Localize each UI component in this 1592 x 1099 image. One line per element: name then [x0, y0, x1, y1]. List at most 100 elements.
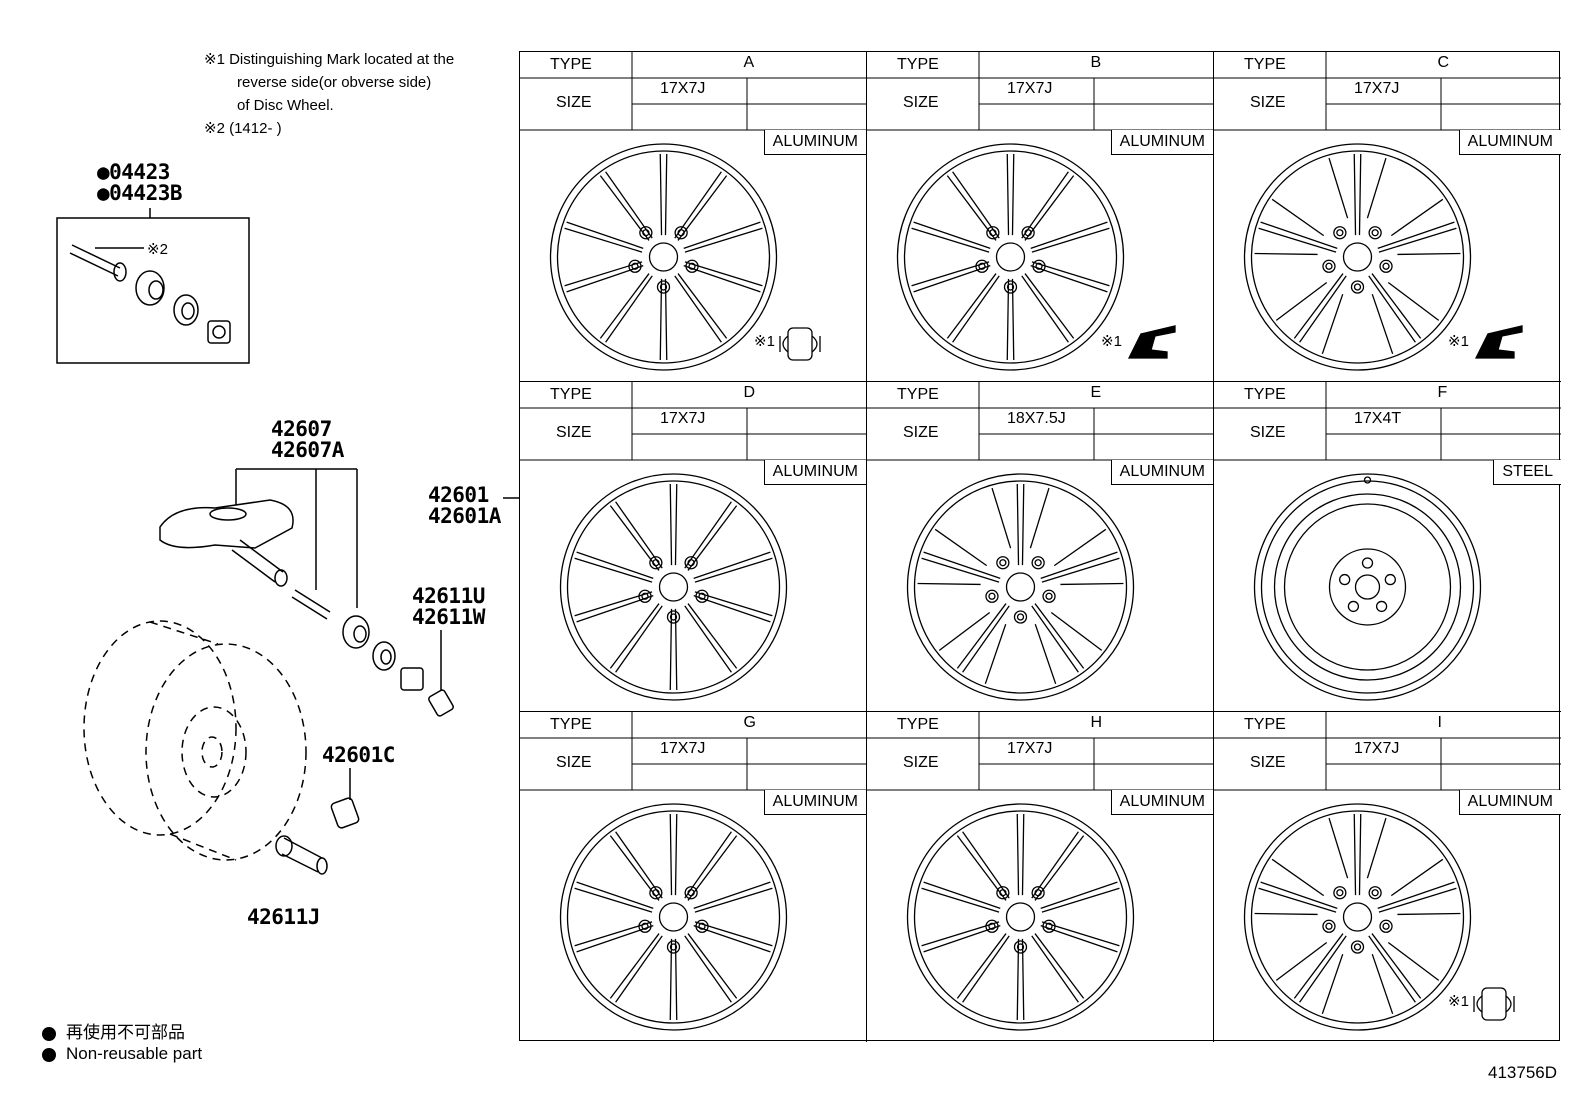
- note-1-line-2: reverse side(or obverse side): [237, 74, 432, 91]
- material-label: ALUMINUM: [763, 130, 866, 155]
- size-value: 17X7J: [660, 410, 706, 427]
- size-value: 17X7J: [660, 740, 706, 757]
- wheel-cell-d: TYPE SIZE D 17X7J ALUMINUM: [520, 382, 867, 712]
- type-label: TYPE: [897, 56, 939, 73]
- note-1-line-1: ※1 Distinguishing Mark located at the: [204, 51, 455, 68]
- valve-core-icon-2: [291, 589, 331, 620]
- size-label: SIZE: [903, 94, 939, 111]
- valve-stem-icon-2: [275, 835, 328, 875]
- material-label: ALUMINUM: [763, 790, 866, 815]
- note-1-line-3: of Disc Wheel.: [237, 97, 334, 114]
- legend-en: Non-reusable part: [42, 1044, 202, 1064]
- part-number-04423: ●04423: [97, 160, 170, 184]
- type-value: E: [1090, 384, 1102, 401]
- size-value: 17X7J: [1007, 740, 1053, 757]
- distinguishing-mark-icon: [1127, 325, 1176, 359]
- size-value: 17X4T: [1354, 410, 1402, 427]
- type-value: A: [743, 54, 755, 71]
- part-number-42607: 42607: [271, 417, 332, 441]
- size-label: SIZE: [903, 754, 939, 771]
- part-number-42611u: 42611U: [412, 584, 485, 608]
- part-number-42607a: 42607A: [271, 438, 344, 462]
- wheel-d-icon: [559, 473, 788, 701]
- nut-icon: [207, 320, 231, 344]
- material-label: ALUMINUM: [1110, 790, 1213, 815]
- type-label: TYPE: [550, 56, 592, 73]
- material-label: ALUMINUM: [1458, 130, 1561, 155]
- size-label: SIZE: [1250, 754, 1286, 771]
- type-label: TYPE: [1244, 716, 1286, 733]
- distinguishing-mark-label: ※1: [1101, 333, 1122, 350]
- legend-en-text: Non-reusable part: [66, 1044, 203, 1063]
- cell-header-lines: [1214, 52, 1561, 131]
- size-label: SIZE: [556, 94, 592, 111]
- valve-cap-icon: [428, 689, 454, 717]
- material-label: ALUMINUM: [1458, 790, 1561, 815]
- size-label: SIZE: [1250, 424, 1286, 441]
- distinguishing-mark-icon: [1474, 325, 1523, 359]
- size-label: SIZE: [556, 754, 592, 771]
- tpms-sensor-icon: [159, 499, 294, 587]
- size-label: SIZE: [556, 424, 592, 441]
- type-value: H: [1090, 714, 1103, 731]
- type-value: D: [743, 384, 756, 401]
- legend-jp: 再使用不可部品: [42, 1018, 185, 1043]
- note-2: ※2 (1412- ): [204, 120, 282, 137]
- wheel-cell-a: TYPE SIZE A 17X7J ALUMINUM ※1: [520, 52, 867, 382]
- part-number-42601: 42601: [428, 483, 489, 507]
- size-value: 17X7J: [1354, 740, 1400, 757]
- distinguishing-mark-icon: [779, 327, 821, 361]
- grommet-icon-2: [342, 615, 370, 649]
- type-value: C: [1437, 54, 1450, 71]
- wheel-cell-g: TYPE SIZE G 17X7J ALUMINUM: [520, 712, 867, 1042]
- wheel-i-icon: [1243, 803, 1515, 1031]
- valve-core-icon: [69, 244, 144, 282]
- type-label: TYPE: [897, 386, 939, 403]
- grommet-icon: [135, 270, 165, 306]
- figure-id: 413756D: [1488, 1063, 1558, 1082]
- part-number-42611w: 42611W: [412, 605, 485, 629]
- tire-icon: [83, 620, 307, 861]
- distinguishing-mark-label: ※1: [754, 333, 775, 350]
- wheel-f-icon: [1253, 473, 1482, 701]
- distinguishing-mark-label: ※1: [1448, 333, 1469, 350]
- distinguishing-mark-icon: [1473, 987, 1515, 1021]
- washer-icon-2: [372, 641, 396, 671]
- size-label: SIZE: [1250, 94, 1286, 111]
- wheel-cell-c: TYPE SIZE C 17X7J ALUMINUM ※1: [1214, 52, 1561, 382]
- part-number-42601c: 42601C: [322, 743, 395, 767]
- type-label: TYPE: [550, 716, 592, 733]
- distinguishing-mark-label: ※1: [1448, 993, 1469, 1010]
- legend-jp-text: 再使用不可部品: [66, 1023, 185, 1042]
- wheel-g-icon: [559, 803, 788, 1031]
- ref-note-2: ※2: [147, 241, 168, 258]
- size-value: 18X7.5J: [1007, 410, 1066, 427]
- part-number-42611j: 42611J: [247, 905, 320, 929]
- type-value: B: [1090, 54, 1102, 71]
- washer-icon: [173, 294, 199, 326]
- part-number-04423b: ●04423B: [97, 181, 183, 205]
- part-number-42601a: 42601A: [428, 504, 501, 528]
- material-label: ALUMINUM: [1110, 460, 1213, 485]
- type-value: G: [743, 714, 756, 731]
- type-label: TYPE: [550, 386, 592, 403]
- wheel-h-icon: [906, 803, 1135, 1031]
- wheel-cell-i: TYPE SIZE I 17X7J ALUMINUM ※1: [1214, 712, 1561, 1042]
- type-value: I: [1437, 714, 1442, 731]
- wheel-b-icon: [896, 143, 1176, 371]
- type-label: TYPE: [1244, 56, 1286, 73]
- type-value: F: [1437, 384, 1448, 401]
- wheel-c-icon: [1243, 143, 1523, 371]
- wheel-a-icon: [549, 143, 821, 371]
- size-value: 17X7J: [660, 80, 706, 97]
- material-label: STEEL: [1493, 460, 1561, 485]
- valve-stem-icon: [330, 797, 360, 829]
- size-value: 17X7J: [1354, 80, 1400, 97]
- size-label: SIZE: [903, 424, 939, 441]
- material-label: ALUMINUM: [763, 460, 866, 485]
